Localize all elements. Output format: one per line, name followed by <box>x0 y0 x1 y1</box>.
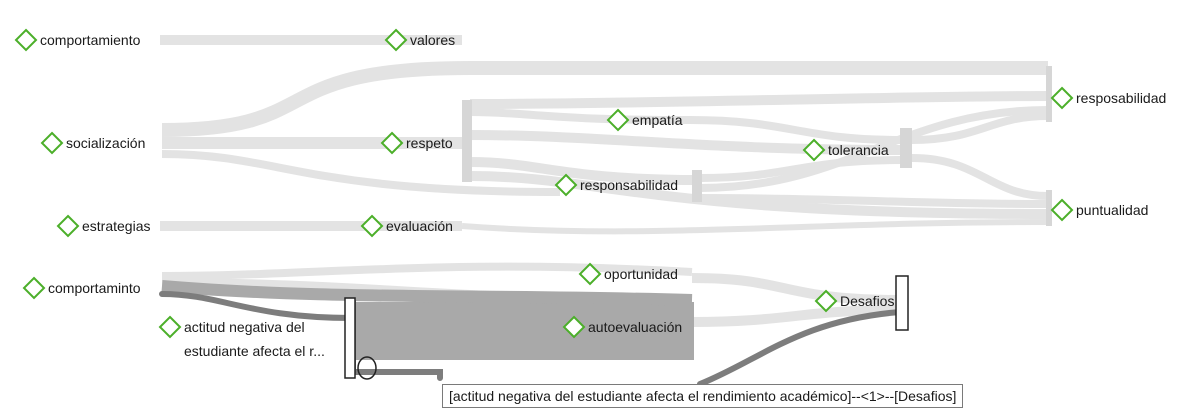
node-label-autoevaluacion[interactable]: autoevaluación <box>588 319 682 335</box>
diamond-icon[interactable] <box>578 262 602 286</box>
diamond-icon[interactable] <box>380 131 404 155</box>
link-socializacion-puntualidad[interactable] <box>461 219 1049 235</box>
link-respeto-puntualidad[interactable] <box>469 171 1049 219</box>
node-label-comportamiento[interactable]: comportamiento <box>40 32 141 48</box>
link-responsabilidad-resposabilidad[interactable] <box>699 106 1049 192</box>
diamond-icon[interactable] <box>360 214 384 238</box>
selection-handle-actitud[interactable] <box>344 297 356 379</box>
link-selected-actitud-desafios[interactable] <box>159 291 355 321</box>
node-bar-resposabilidad <box>1046 66 1052 122</box>
link-comportaminto-autoevaluacion-highlight[interactable] <box>161 280 693 306</box>
node-label-resposabilidad[interactable]: resposabilidad <box>1076 90 1166 106</box>
node-label-respeto[interactable]: respeto <box>406 135 453 151</box>
node-label-evaluacion[interactable]: evaluación <box>386 218 453 234</box>
link-responsabilidad-tolerancia[interactable] <box>699 156 901 182</box>
node-label-responsabilidad[interactable]: responsabilidad <box>580 177 678 193</box>
diamond-icon[interactable] <box>1050 198 1074 222</box>
selection-circle[interactable] <box>357 356 377 380</box>
link-selected-to-desafios[interactable] <box>697 309 903 387</box>
diamond-icon[interactable] <box>384 28 408 52</box>
diamond-icon[interactable] <box>40 131 64 155</box>
diamond-icon[interactable] <box>802 138 826 162</box>
diamond-icon[interactable] <box>14 28 38 52</box>
link-responsabilidad-puntualidad[interactable] <box>699 194 1049 208</box>
link-autoevaluacion-desafios[interactable] <box>691 305 901 327</box>
link-socializacion-responsabilidad[interactable] <box>161 150 561 196</box>
link-selected-actitud-desafios-2[interactable] <box>349 369 443 381</box>
diamond-icon[interactable] <box>554 173 578 197</box>
node-label-socializacion[interactable]: socialización <box>66 135 145 151</box>
node-label-puntualidad[interactable]: puntualidad <box>1076 202 1148 218</box>
selection-handle-desafios[interactable] <box>895 275 909 331</box>
node-label-empatia[interactable]: empatía <box>632 112 683 128</box>
diamond-icon[interactable] <box>22 276 46 300</box>
node-bar-responsabilidad <box>692 170 702 202</box>
link-tooltip: [actitud negativa del estudiante afecta … <box>442 384 964 408</box>
diamond-icon[interactable] <box>158 315 182 339</box>
node-label-estrategias[interactable]: estrategias <box>82 218 150 234</box>
node-bar-tolerancia <box>900 128 912 168</box>
link-oportunidad-desafios[interactable] <box>691 273 901 305</box>
node-label-valores[interactable]: valores <box>410 32 455 48</box>
node-label-oportunidad[interactable]: oportunidad <box>604 266 678 282</box>
diamond-icon[interactable] <box>56 214 80 238</box>
diamond-icon[interactable] <box>562 315 586 339</box>
link-empatia-tolerancia[interactable] <box>689 116 901 144</box>
node-bar-puntualidad <box>1046 190 1052 226</box>
link-socializacion-resposabilidad[interactable] <box>161 61 1048 137</box>
node-bar-respeto <box>462 100 472 182</box>
node-label-comportaminto[interactable]: comportaminto <box>48 280 141 296</box>
node-label-actitud-line1[interactable]: actitud negativa del <box>184 319 305 335</box>
link-tolerancia-puntualidad[interactable] <box>911 154 1049 200</box>
diamond-icon[interactable] <box>814 289 838 313</box>
link-respeto-responsabilidad[interactable] <box>469 157 701 185</box>
diamond-icon[interactable] <box>606 108 630 132</box>
link-respeto-empatia[interactable] <box>469 108 691 124</box>
link-tolerancia-resposabilidad[interactable] <box>911 112 1049 144</box>
node-label-tolerancia[interactable]: tolerancia <box>828 142 889 158</box>
node-label-desafios[interactable]: Desafios <box>840 293 894 309</box>
diamond-icon[interactable] <box>1050 86 1074 110</box>
node-label-actitud-line2[interactable]: estudiante afecta el r... <box>184 343 325 359</box>
highlight-block-autoevaluacion[interactable] <box>352 302 694 360</box>
link-respeto-resposabilidad[interactable] <box>469 91 1049 109</box>
